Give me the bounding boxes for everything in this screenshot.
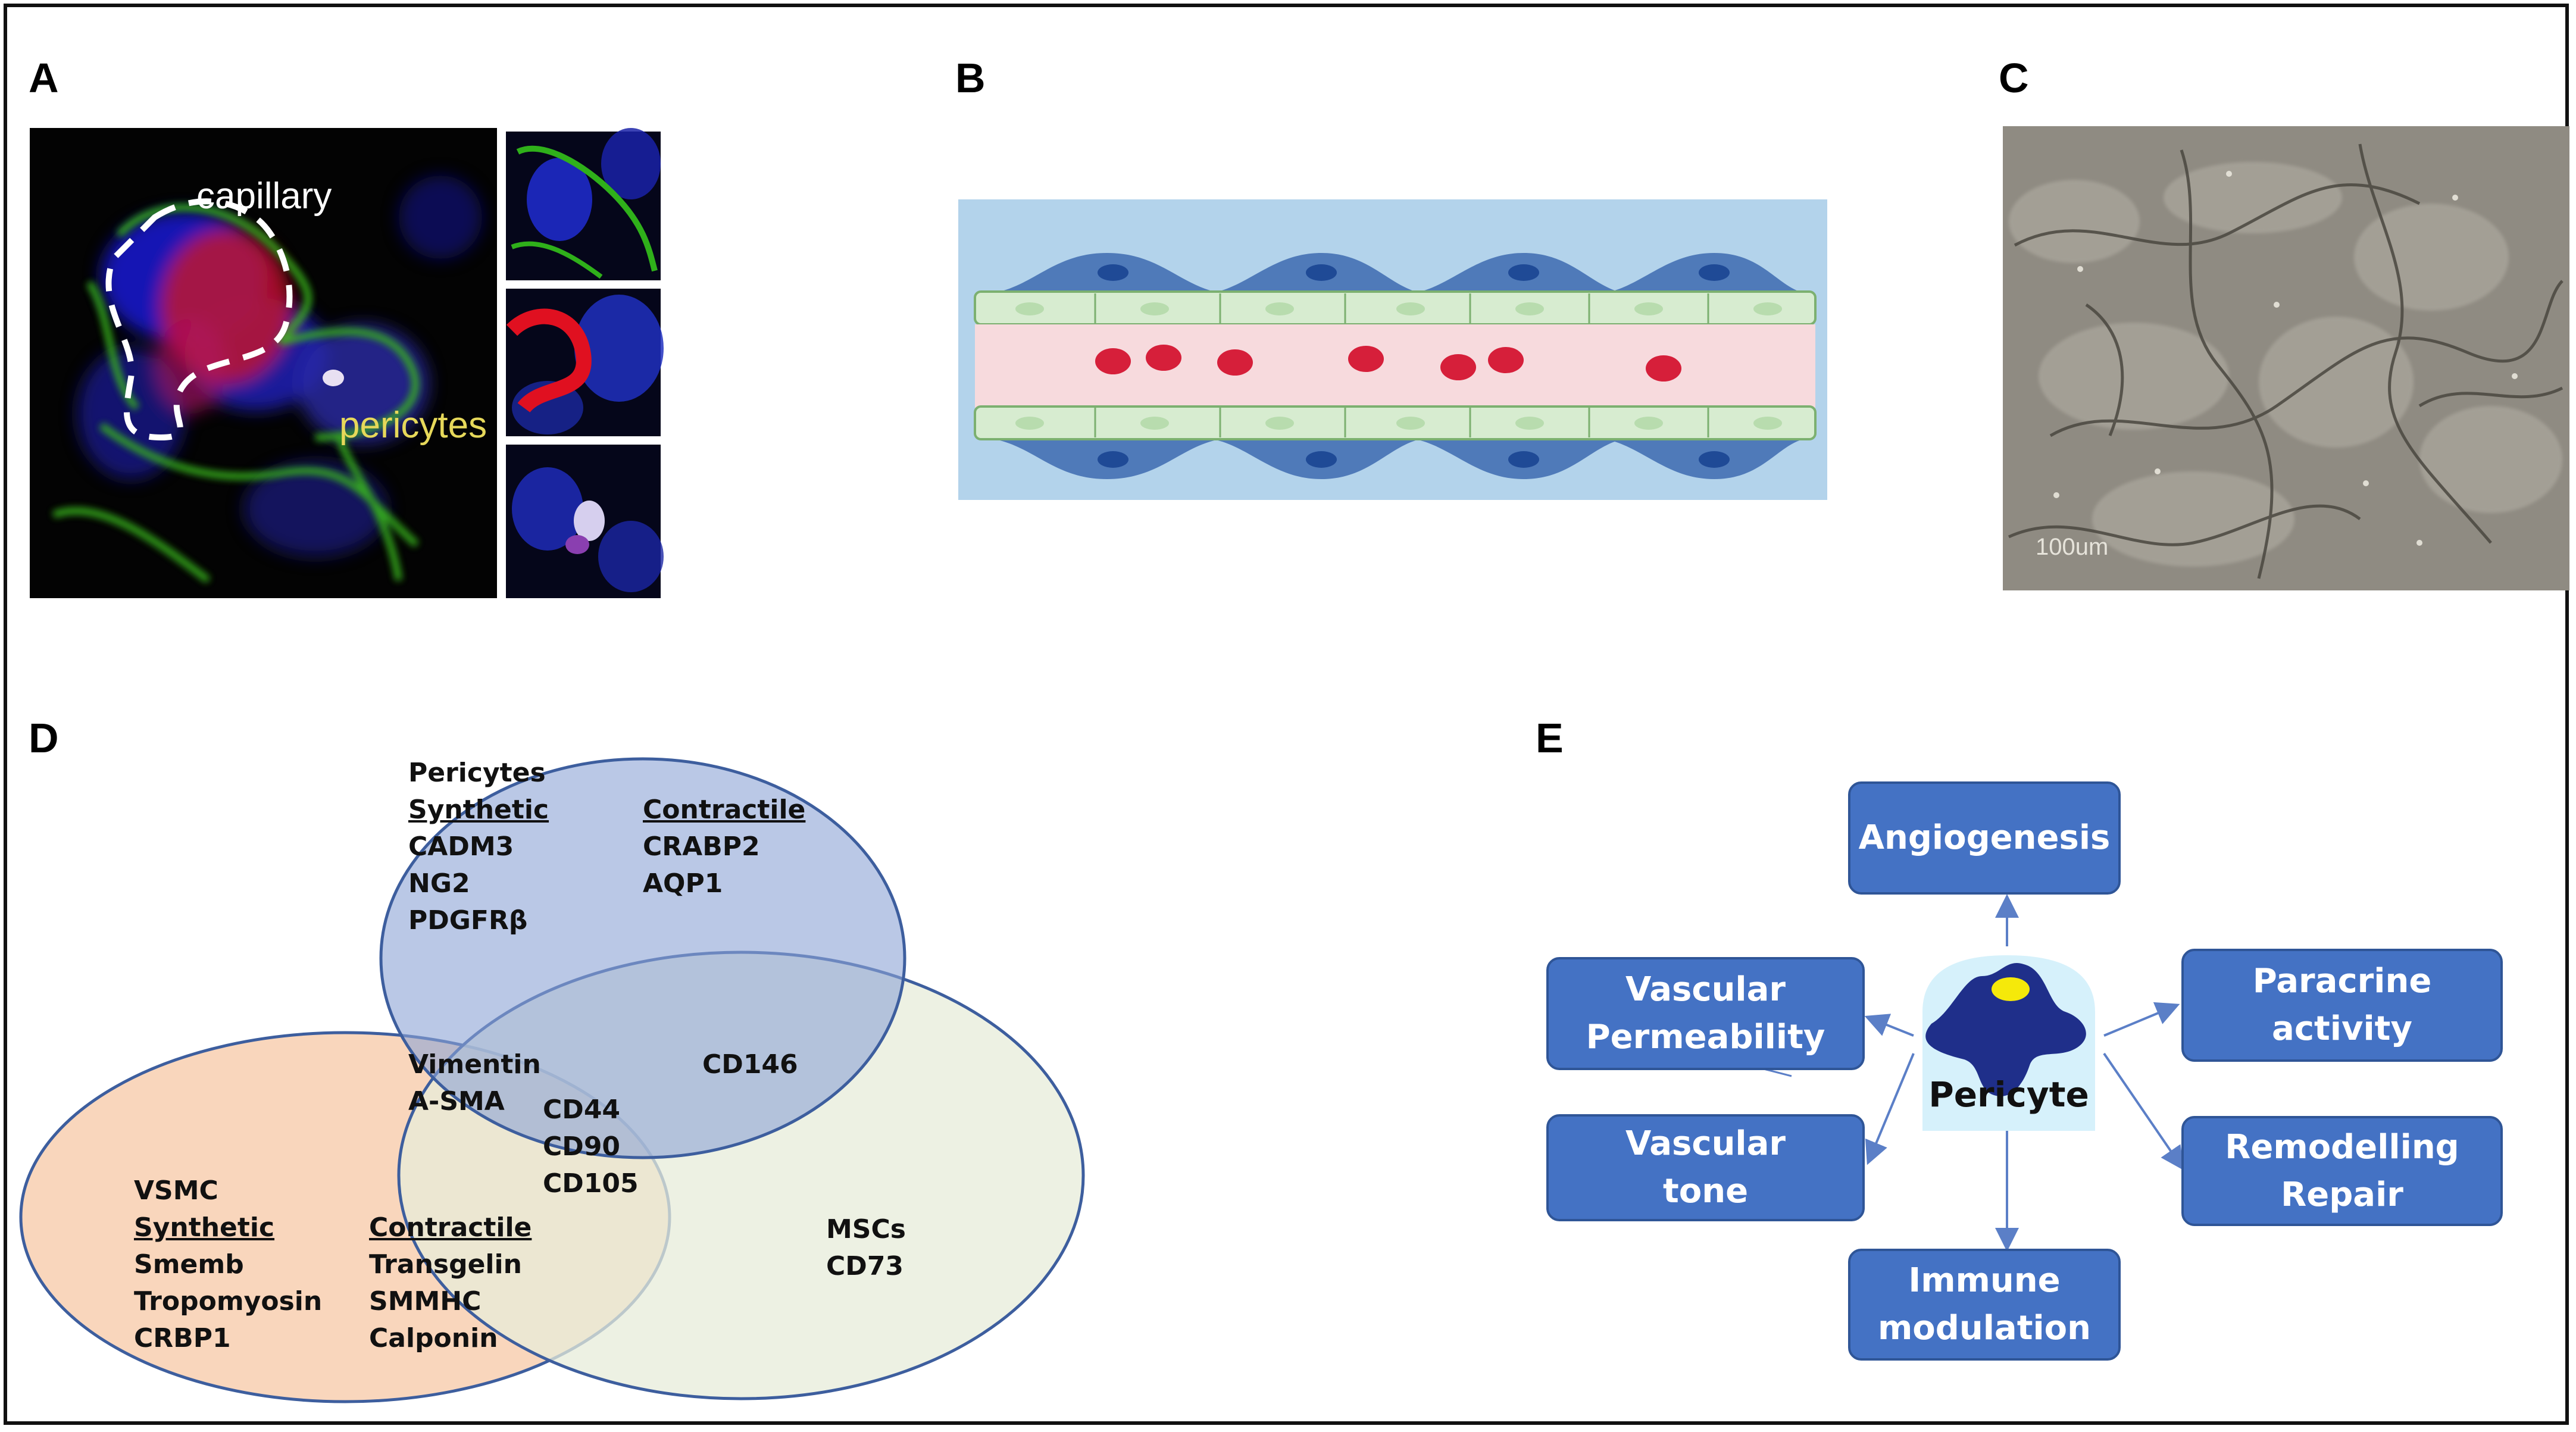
- inset-merge: [506, 445, 664, 598]
- peri-vsmc-overlap: Vimentin A-SMA: [408, 1046, 541, 1120]
- mscs-marker: CD73: [826, 1251, 904, 1281]
- endothelium-bottom: [974, 405, 1817, 440]
- pericytes-group: Pericytes Synthetic CADM3 NG2 PDGFRβ: [408, 755, 549, 939]
- panel-b-vessel-schematic: [958, 199, 1827, 500]
- pericyte-nucleus-icon: [1992, 977, 2030, 1001]
- vsmc-synthetic-marker: Smemb: [134, 1249, 244, 1280]
- pericytes-synthetic-marker: NG2: [408, 868, 470, 899]
- box-label: tone: [1662, 1172, 1749, 1211]
- panel-b-label: B: [955, 55, 986, 101]
- vsmc-title: VSMC: [134, 1175, 218, 1206]
- panel-c-cell-culture: 100um: [2003, 126, 2569, 590]
- overlap-marker: Vimentin: [408, 1049, 541, 1080]
- center-overlap: CD44 CD90 CD105: [543, 1092, 639, 1202]
- box-label: Permeability: [1586, 1018, 1825, 1056]
- pericytes-title: Pericytes: [408, 758, 546, 788]
- pericytes-contractile-group: Contractile CRABP2 AQP1: [643, 792, 805, 902]
- red-blood-cells: [1095, 345, 1681, 382]
- box-label: Repair: [2281, 1175, 2403, 1214]
- pericytes-top: [976, 253, 1815, 295]
- capillary-label: capillary: [196, 176, 332, 217]
- panel-c-label: C: [1999, 55, 2029, 101]
- box-label: Vascular: [1625, 1124, 1786, 1163]
- endothelium-top: [974, 290, 1817, 326]
- overlap-marker: CD146: [702, 1049, 798, 1080]
- pericytes-contractile-marker: CRABP2: [643, 831, 760, 862]
- vsmc-contractile-marker: SMMHC: [369, 1286, 482, 1317]
- center-marker: CD44: [543, 1095, 621, 1125]
- pericytes-ellipse: [379, 757, 906, 1159]
- panel-a-label: A: [29, 55, 59, 101]
- box-label: Paracrine: [2252, 962, 2432, 1000]
- pericytes-synthetic-marker: PDGFRβ: [408, 905, 528, 936]
- box-label: Vascular: [1625, 970, 1786, 1009]
- paracrine-activity-box: Paracrine activity: [2181, 949, 2503, 1062]
- mscs-group: MSCs CD73: [826, 1211, 906, 1285]
- inset-red: [506, 289, 664, 436]
- vsmc-contractile-header: Contractile: [369, 1212, 532, 1243]
- pericytes-synthetic-marker: CADM3: [408, 831, 514, 862]
- center-marker: CD90: [543, 1131, 621, 1162]
- panel-e-connectors: [1749, 894, 2184, 1252]
- vascular-tone-box: Vascular tone: [1546, 1114, 1865, 1221]
- vsmc-synthetic-marker: Tropomyosin: [134, 1286, 323, 1317]
- pericytes-contractile-marker: AQP1: [643, 868, 723, 899]
- vsmc-synthetic-marker: CRBP1: [134, 1323, 231, 1353]
- box-label: Immune: [1908, 1261, 2061, 1300]
- immune-modulation-box: Immune modulation: [1848, 1249, 2121, 1361]
- figure-frame: [4, 4, 2569, 1425]
- panel-d-venn: [19, 757, 1085, 1403]
- vsmc-synthetic-header: Synthetic: [134, 1212, 275, 1243]
- panel-a-micrograph: capillary pericytes: [30, 128, 664, 598]
- box-label: Remodelling: [2225, 1127, 2459, 1167]
- vascular-permeability-box: Vascular Permeability: [1546, 957, 1865, 1070]
- pericytes-contractile-header: Contractile: [643, 795, 806, 825]
- vsmc-contractile-marker: Transgelin: [369, 1249, 522, 1280]
- pericyte-cell-icon: [1925, 962, 2086, 1096]
- pericytes-synthetic-header: Synthetic: [408, 795, 549, 825]
- mscs-title: MSCs: [826, 1214, 906, 1245]
- vsmc-contractile-marker: Calponin: [369, 1323, 498, 1353]
- box-label: modulation: [1877, 1309, 2092, 1347]
- peri-msc-overlap: CD146: [702, 1046, 798, 1083]
- vsmc-contractile-group: Contractile Transgelin SMMHC Calponin: [369, 1209, 532, 1357]
- overlap-marker: A-SMA: [408, 1086, 505, 1117]
- pericyte-center-label: Pericyte: [1928, 1074, 2089, 1115]
- panel-d-label: D: [29, 715, 59, 761]
- box-label: Angiogenesis: [1858, 818, 2111, 857]
- remodelling-repair-box: Remodelling Repair: [2181, 1116, 2503, 1226]
- box-label: activity: [2272, 1009, 2412, 1048]
- inset-green: [506, 128, 661, 280]
- pericytes-label: pericytes: [339, 405, 487, 446]
- center-marker: CD105: [543, 1168, 639, 1199]
- pericytes-bottom: [976, 437, 1815, 479]
- vsmc-group: VSMC Synthetic Smemb Tropomyosin CRBP1: [134, 1173, 322, 1357]
- scale-bar-label: 100um: [2036, 534, 2108, 560]
- panel-e-label: E: [1536, 715, 1564, 761]
- angiogenesis-box: Angiogenesis: [1848, 781, 2121, 895]
